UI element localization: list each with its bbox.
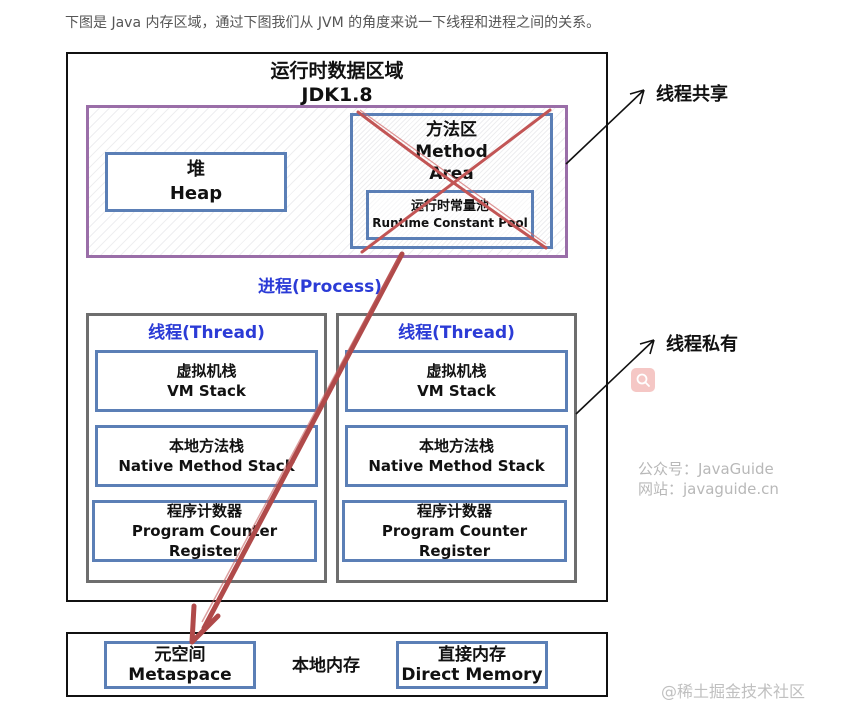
- pc-register-cn-1: 程序计数器: [166, 502, 242, 520]
- native-stack-cn-1: 本地方法栈: [168, 437, 244, 455]
- watermark-footer: @稀土掘金技术社区: [661, 682, 806, 701]
- search-icon[interactable]: [631, 368, 655, 392]
- pc-register-box-1: 程序计数器 Program Counter Register: [92, 500, 317, 562]
- removed-cross-mark: [356, 108, 552, 254]
- runtime-constant-pool-box: 运行时常量池 Runtime Constant Pool: [366, 190, 534, 240]
- runtime-data-area: [66, 52, 608, 602]
- native-memory-box: [66, 632, 608, 697]
- pool-en: Runtime Constant Pool: [372, 216, 528, 230]
- direct-memory-box: 直接内存 Direct Memory: [396, 641, 548, 689]
- process-label: 进程(Process): [258, 277, 382, 297]
- method-area-cn: 方法区: [426, 120, 477, 140]
- pc-register-en-2: Program Counter Register: [381, 522, 528, 560]
- vm-stack-box-1: 虚拟机栈 VM Stack: [95, 350, 318, 412]
- metaspace-box: 元空间 Metaspace: [104, 641, 256, 689]
- method-area-en-line2: Area: [429, 164, 474, 184]
- thread-shared-label: 线程共享: [656, 84, 728, 105]
- thread-shared-arrow: [565, 89, 645, 165]
- runtime-title-line2: JDK1.8: [301, 84, 373, 106]
- watermark-line1: 公众号：JavaGuide: [638, 460, 774, 478]
- native-stack-en-1: Native Method Stack: [118, 457, 295, 475]
- thread-box-1: [86, 313, 327, 583]
- metaspace-cn: 元空间: [154, 645, 206, 665]
- intro-text: 下图是 Java 内存区域，通过下图我们从 JVM 的角度来说一下线程和进程之间…: [65, 15, 601, 31]
- method-area-to-metaspace-arrow: [189, 251, 405, 645]
- metaspace-en: Metaspace: [128, 665, 232, 685]
- heap-en: Heap: [169, 183, 223, 204]
- native-stack-cn-2: 本地方法栈: [418, 437, 494, 455]
- method-area-en-line1: Method: [415, 142, 488, 162]
- pc-register-en-1: Program Counter Register: [131, 522, 278, 560]
- thread-private-label: 线程私有: [666, 334, 738, 355]
- heap-cn: 堆: [187, 159, 205, 180]
- pc-register-box-2: 程序计数器 Program Counter Register: [342, 500, 567, 562]
- watermark-line2: 网站：javaguide.cn: [638, 480, 779, 498]
- native-stack-en-2: Native Method Stack: [368, 457, 545, 475]
- pc-register-cn-2: 程序计数器: [416, 502, 492, 520]
- runtime-title-line1: 运行时数据区域: [270, 60, 404, 82]
- thread-label-1: 线程(Thread): [148, 323, 265, 343]
- thread-label-2: 线程(Thread): [398, 323, 515, 343]
- vm-stack-en-2: VM Stack: [417, 382, 496, 400]
- pool-cn: 运行时常量池: [410, 199, 489, 214]
- vm-stack-en-1: VM Stack: [167, 382, 246, 400]
- thread-box-2: [336, 313, 577, 583]
- heap-box: 堆 Heap: [105, 152, 287, 212]
- magnifier-icon: [636, 373, 650, 387]
- native-stack-box-2: 本地方法栈 Native Method Stack: [345, 425, 568, 487]
- native-memory-label: 本地内存: [292, 656, 360, 676]
- vm-stack-cn-1: 虚拟机栈: [176, 362, 237, 380]
- thread-private-arrow: [575, 339, 655, 415]
- direct-memory-cn: 直接内存: [438, 645, 506, 665]
- direct-memory-en: Direct Memory: [401, 665, 543, 685]
- native-stack-box-1: 本地方法栈 Native Method Stack: [95, 425, 318, 487]
- vm-stack-cn-2: 虚拟机栈: [426, 362, 487, 380]
- vm-stack-box-2: 虚拟机栈 VM Stack: [345, 350, 568, 412]
